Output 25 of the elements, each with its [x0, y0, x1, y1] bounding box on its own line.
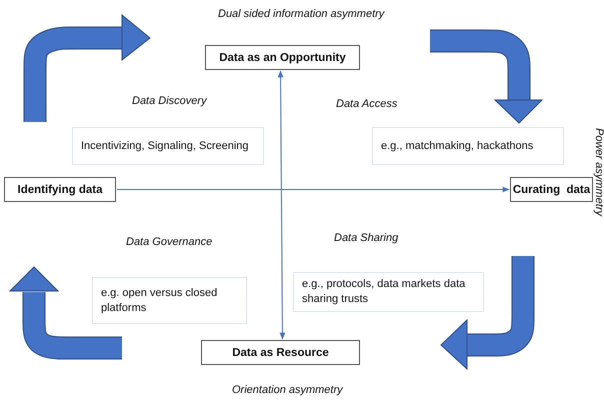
- axis-label: Data Sharing: [334, 232, 398, 244]
- axis-label: Data Governance: [126, 236, 212, 248]
- arrow: [116, 186, 510, 192]
- node-text: Data as an Opportunity: [219, 52, 346, 64]
- axis-label: Orientation asymmetry: [232, 384, 343, 396]
- node-text: Incentivizing, Signaling, Screening: [81, 138, 249, 154]
- node-text: Data as Resource: [232, 346, 329, 358]
- note-box: [72, 127, 264, 165]
- node-text: Identifying data: [18, 184, 102, 196]
- arrow: [278, 70, 286, 340]
- note-box: [92, 277, 247, 324]
- node-text: e.g. open versus closed platforms: [101, 286, 218, 316]
- axis-label: Data Discovery: [132, 95, 207, 107]
- node-text: Curating data: [512, 184, 590, 196]
- axis-label: Power asymmetry: [593, 128, 604, 216]
- note-box: [293, 272, 484, 312]
- note-box: [372, 127, 564, 165]
- process-box: [201, 340, 360, 365]
- axis-label: Dual sided information asymmetry: [218, 8, 384, 20]
- process-box: [510, 177, 593, 202]
- process-box: [205, 45, 360, 70]
- process-box: [4, 177, 116, 202]
- node-text: e.g., matchmaking, hackathons: [381, 138, 534, 154]
- node-text: e.g., protocols, data markets data sharing trusts: [302, 277, 466, 307]
- axis-label: Data Access: [336, 98, 398, 110]
